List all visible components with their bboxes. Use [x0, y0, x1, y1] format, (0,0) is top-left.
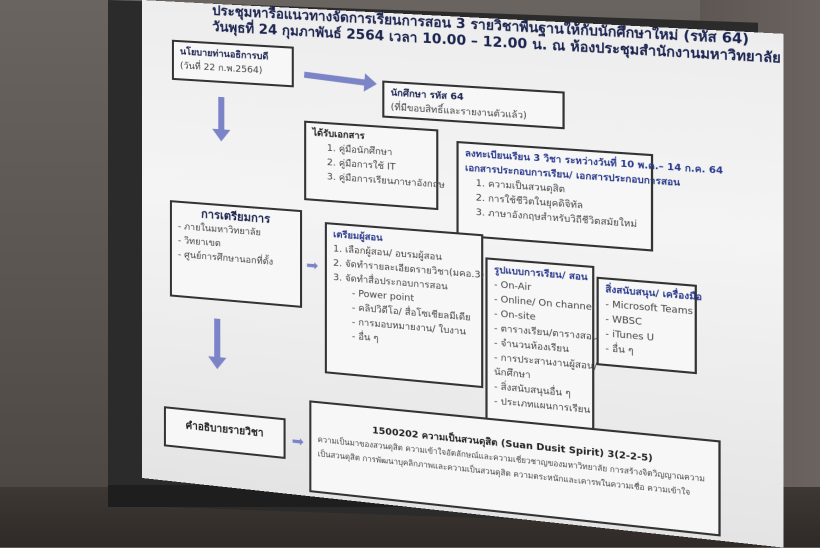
prep-box: การเตรียมการ - ภายในมหาวิทยาลัย - วิทยาเ… — [169, 200, 303, 308]
arrow-down-icon — [218, 96, 225, 132]
format-box: รูปแบบการเรียน/ สอน - On-Air - Online/ O… — [485, 257, 599, 439]
desc-label-box: คำอธิบายรายวิชา — [163, 406, 286, 460]
documents-box: ได้รับเอกสาร 1. คู่มือนักศึกษา 2. คู่มือ… — [304, 120, 445, 211]
arrow-right-icon — [303, 71, 367, 86]
student-box: นักศึกษา รหัส 64 (ที่มีขอบสิทธิ์และรายงา… — [382, 80, 565, 130]
desc-label: คำอธิบายรายวิชา — [185, 420, 264, 440]
teacher-box: เตรียมผู้สอน 1. เลือกผู้สอน/ อบรมผู้สอน … — [324, 222, 484, 389]
arrow-right-icon: ➡ — [306, 257, 319, 275]
arrow-down-icon — [214, 318, 221, 360]
register-box: ลงทะเบียนเรียน 3 วิชา ระหว่างวันที่ 10 พ… — [456, 140, 723, 252]
policy-box: นโยบายท่านอธิการบดี (วันที่ 22 ก.พ.2564) — [171, 39, 294, 88]
projected-slide: ประชุมหารือแนวทางจัดการเรียนการสอน 3 ราย… — [142, 0, 784, 548]
arrow-right-icon: ➡ — [291, 433, 304, 451]
support-box: สิ่งสนับสนุน/ เครื่องมือ - Microsoft Tea… — [596, 276, 702, 375]
